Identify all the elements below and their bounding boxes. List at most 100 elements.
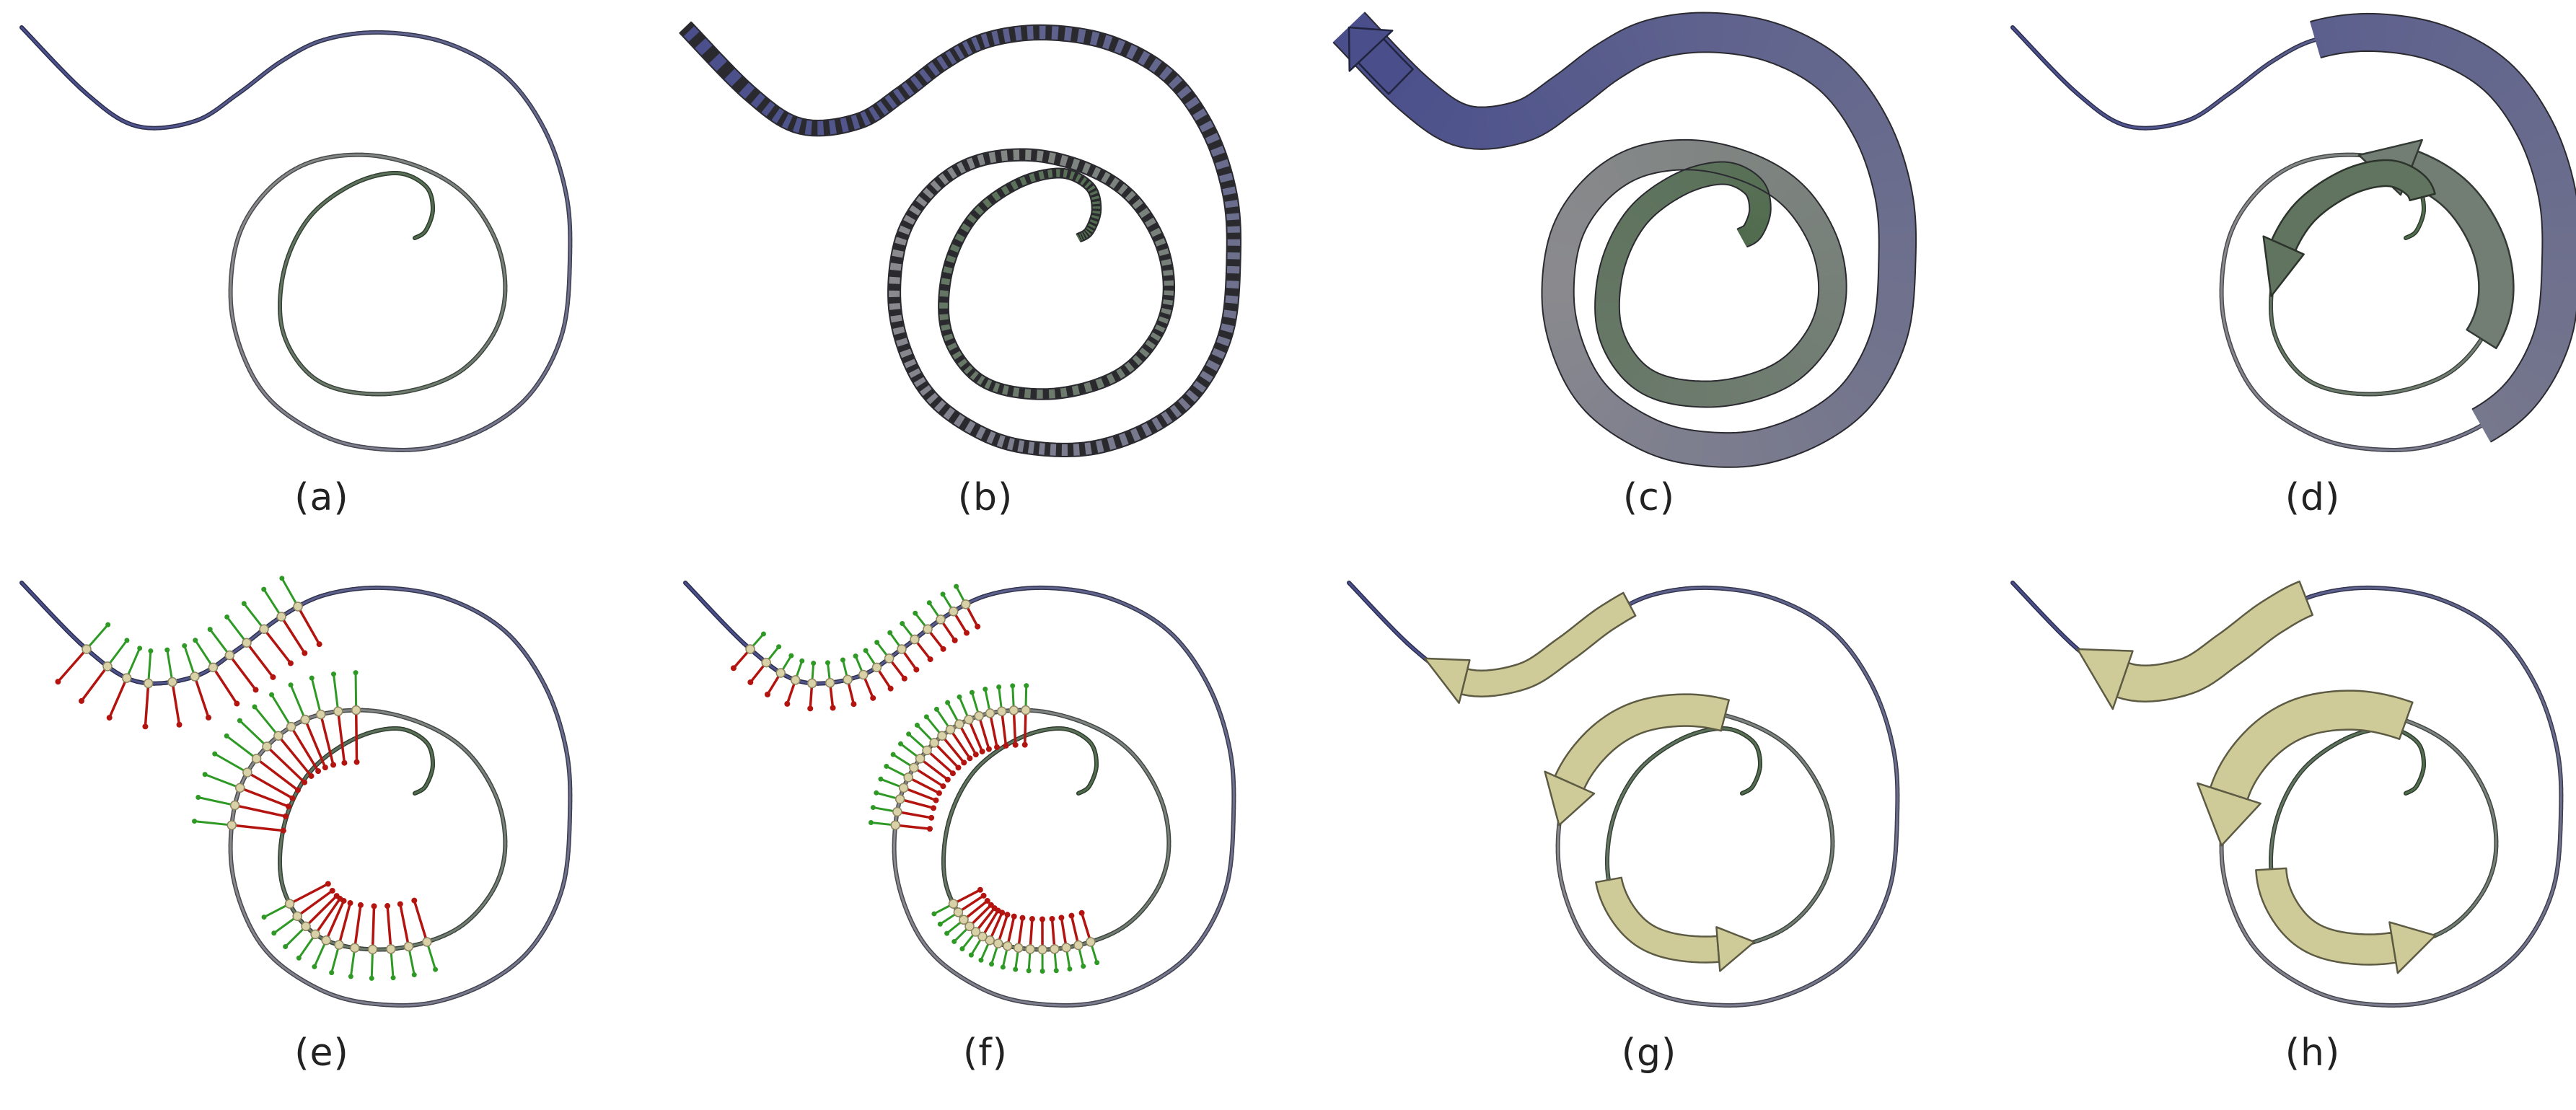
binormal-vector-tip [261,915,267,920]
tube-segment [231,255,235,265]
tube-segment [2220,276,2223,285]
sample-bead [923,624,933,635]
sample-bead [286,721,296,732]
curve-plot-a [19,25,573,452]
sample-bead [229,800,240,811]
sample-bead [102,661,113,671]
tube-segment [1157,622,1165,628]
sample-bead [321,935,331,946]
binormal-vector-tip [959,946,965,952]
normal-vector [296,889,333,917]
ribbon-segment [1027,25,1035,41]
tube-segment [1222,722,1227,732]
sample-bead [937,731,947,741]
binormal-vector-tip [937,921,943,927]
caption-e: (e) [294,1031,349,1075]
binormal-vector-tip [923,714,929,720]
binormal-vector-tip [1010,683,1016,689]
normal-vector [975,907,996,933]
ribbon-segment [2360,13,2368,52]
normal-vector-tip [282,813,289,819]
normal-vector-tip [830,705,836,711]
tube-segment [1228,865,1232,875]
normal-vector [897,810,932,819]
normal-vector [903,786,937,802]
normal-vector [962,899,988,921]
sample-bead [273,731,283,741]
normal-vector-tip [994,744,1001,750]
sample-bead [894,794,905,804]
normal-vector-tip [807,705,814,712]
ribbon-segment [1226,259,1241,268]
sample-bead [964,714,974,725]
sample-bead [208,662,219,673]
sample-bead [143,678,154,689]
tube-segment [1077,589,1086,594]
tube-segment [1140,611,1148,617]
binormal-vector-tip [874,640,880,646]
sample-bead [871,662,882,673]
normal-vector [280,616,306,654]
curve-tube [19,25,573,452]
normal-vector [1029,918,1034,950]
caption-d: (d) [2285,476,2341,519]
binormal-vector-tip [348,974,353,979]
normal-vector [304,894,338,928]
binormal-vector-tip [863,648,869,653]
sample-bead [929,738,939,748]
ribbon-segment [938,313,950,321]
normal-vector-tip [870,695,876,701]
binormal-vector-tip [1013,966,1019,972]
tube-segment [458,47,467,52]
tube-segment [540,678,546,687]
tube-segment [35,42,45,52]
tube-segment [556,715,561,725]
ribbon-segment [1226,252,1241,260]
ribbon-segment [1035,388,1043,400]
tube-segment [504,630,511,637]
binormal-vector-tip [271,930,277,936]
normal-vector-tip [936,790,942,796]
normal-vector [171,682,181,726]
ribbon-segment [1594,307,1620,315]
normal-vector-tip [928,814,935,821]
sample-bead [954,719,964,729]
binormal-vector-tip [944,930,950,936]
tube-segment [231,810,235,820]
normal-vector [247,771,294,800]
normal-vector-tip [1068,912,1075,919]
normal-vector-tip [347,900,353,907]
binormal-vector [194,820,232,827]
binormal-vector-tip [207,627,213,633]
tube-segment [1103,595,1112,600]
normal-vector [900,798,934,810]
binormal-vector [243,602,265,630]
normal-vector [239,786,289,808]
tube-segment [458,602,467,607]
tube-segment [533,110,540,120]
sample-bead [970,927,981,937]
binormal-vector-tip [957,694,962,700]
tube-segment [552,904,558,914]
sample-bead [351,705,361,715]
tube-segment [400,32,410,36]
tube-segment [526,655,532,663]
normal-vector-tip [357,902,364,908]
tube-segment [1096,594,1106,598]
normal-vector-tip [106,715,113,721]
curve-striped-ribbon [679,21,1242,458]
vector-field-3 [261,881,439,981]
curve-plot-f [683,581,1236,1008]
ribbon-segment [811,120,819,137]
normal-vector [1012,710,1017,745]
vector-field-1 [55,576,322,730]
normal-vector-tip [980,892,987,899]
tube-segment [555,899,560,907]
normal-vector [108,677,128,718]
normal-vector [1050,918,1056,949]
tube-segment [1122,602,1131,607]
sample-bead [1073,940,1083,951]
binormal-vector [214,752,248,774]
tube-segment [493,622,501,628]
tube-segment [476,611,485,617]
